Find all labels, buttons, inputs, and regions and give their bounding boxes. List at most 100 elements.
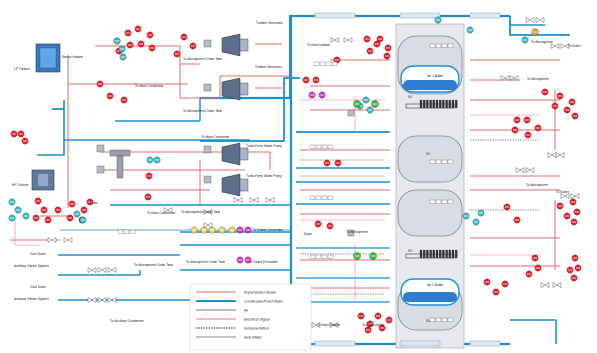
gate-valve-6 [107, 297, 117, 303]
gate-valve-10 [249, 197, 259, 203]
valve-bar [365, 329, 371, 331]
valve-left [560, 193, 566, 199]
valve-bar [229, 229, 235, 231]
legend-label-instrument: Instrumentation [244, 326, 269, 330]
gate-valve-5 [97, 297, 107, 303]
valve-left [330, 37, 336, 43]
turbine-casing [221, 142, 241, 166]
red-valve-68 [492, 288, 500, 296]
red-valve-64 [378, 324, 386, 332]
green-valve-2 [371, 100, 379, 108]
valve-bar [552, 105, 558, 107]
valve-bar [484, 281, 490, 283]
red-valve-41 [534, 124, 542, 132]
valve-bar [542, 91, 548, 93]
valve-left [265, 197, 271, 203]
valve-bar [125, 32, 131, 34]
valve-left [107, 267, 113, 273]
gate-valve-14 [163, 207, 173, 213]
red-valve-39 [513, 116, 521, 124]
valve-bar [303, 79, 309, 81]
aux-condenser-label-2: To Auxiliary Condenser [110, 319, 145, 323]
valve-bar [572, 115, 578, 117]
turbine-casing [221, 77, 241, 101]
valve-bar [154, 159, 160, 161]
valve-bar [327, 225, 333, 227]
turbo-feed-pump-label-1: Turbo Feed Water Pump [246, 144, 282, 148]
legend-label-electrical: Electrical Signal [244, 317, 270, 321]
valve-bar [473, 221, 479, 223]
cyan-valve-4 [8, 198, 16, 206]
tag-box [327, 144, 334, 149]
cyan-valve-20 [521, 36, 529, 44]
cyan-valve-19 [434, 16, 442, 24]
valve-left [233, 197, 239, 203]
steam-drum-top-water [403, 80, 457, 90]
valve-bar [367, 50, 373, 52]
valve-bar [502, 283, 508, 285]
red-valve-3 [146, 31, 154, 39]
tag-box [321, 254, 328, 259]
valve-right [101, 297, 107, 303]
lp-turbine-label: LP Turbine [14, 67, 30, 71]
valve-right [551, 152, 557, 158]
valve-right [167, 207, 173, 213]
red-valve-65 [364, 326, 372, 334]
red-valve-69 [501, 280, 509, 288]
electrical-line [14, 216, 40, 246]
red-valve-45 [513, 216, 521, 224]
tag-box [313, 61, 320, 66]
valve-right [564, 43, 570, 49]
cont-drain-label-2: Cont Drain [30, 285, 46, 289]
tag-box [429, 43, 436, 48]
red-valve-70 [534, 264, 542, 272]
red-valve-71 [525, 270, 533, 278]
gate-valve-30 [560, 43, 570, 49]
valve-left [547, 152, 553, 158]
steam-line [179, 46, 220, 99]
valve-bar [324, 162, 330, 164]
red-valve-33 [376, 35, 384, 43]
valve-bar [209, 229, 215, 231]
hp-turbine-label: HP Turbine [12, 183, 29, 187]
tag-box [319, 61, 326, 66]
valve-bar [127, 44, 133, 46]
valve-bar [22, 140, 28, 142]
yellow-valve-1 [190, 226, 198, 234]
tag-box [429, 199, 436, 204]
valve-bar [574, 211, 580, 213]
valve-bar [69, 203, 75, 205]
valve-right [51, 237, 57, 243]
valve-bar [201, 229, 207, 231]
strainer [96, 144, 105, 153]
red-valve-57 [571, 254, 579, 262]
yellow-valve-3 [208, 226, 216, 234]
tube-header [405, 253, 455, 259]
red-valve-66 [385, 316, 393, 324]
red-valve-61 [357, 312, 365, 320]
red-valve-31 [373, 40, 381, 48]
red-valve-76 [323, 159, 331, 167]
red-valve-17 [32, 214, 40, 222]
valve-bar [514, 219, 520, 221]
cont-drain-label-1: Cont Drain [30, 252, 46, 256]
cyan-valve-10 [146, 156, 154, 164]
gate-valve-29 [550, 43, 560, 49]
valve-bar [354, 103, 360, 105]
tag-box [441, 43, 448, 48]
red-valve-14 [120, 96, 128, 104]
main-condenser-label-1: To Main Condenser [135, 84, 164, 88]
red-valve-44 [503, 203, 511, 211]
cyan-valve-14 [362, 96, 370, 104]
gate-valve-31 [560, 193, 570, 199]
gate-valve-21 [547, 152, 557, 158]
valve-bar [370, 255, 376, 257]
valve-bar [107, 95, 113, 97]
red-valve-62 [366, 320, 374, 328]
valve-right [333, 322, 339, 328]
valve-bar [512, 129, 518, 131]
valve-bar [135, 28, 141, 30]
valve-right [269, 197, 275, 203]
valve-left [509, 75, 515, 81]
